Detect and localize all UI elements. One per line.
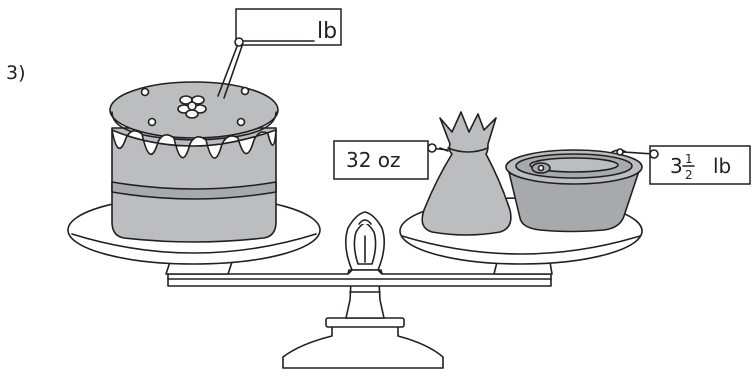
cake-weight-tag: lb [217, 8, 342, 99]
pot-tag-unit: lb [713, 154, 731, 178]
bag-tag-text: 32 oz [346, 148, 401, 172]
pot [505, 148, 655, 233]
problem-number: 3) [6, 62, 26, 84]
pot-weight-tag: 3 1 2 lb [649, 145, 751, 185]
cake-tag-unit: lb [317, 19, 337, 44]
pot-tag-numerator: 1 [685, 152, 693, 166]
flower-decoration-icon [177, 95, 207, 119]
cake-answer-blank[interactable] [235, 8, 342, 46]
cake [109, 81, 279, 243]
bag [421, 111, 512, 236]
bag-weight-tag: 32 oz [333, 140, 437, 180]
scale-beam [165, 261, 553, 287]
pot-tag-denominator: 2 [685, 168, 693, 182]
pot-tag-whole: 3 [670, 154, 683, 178]
